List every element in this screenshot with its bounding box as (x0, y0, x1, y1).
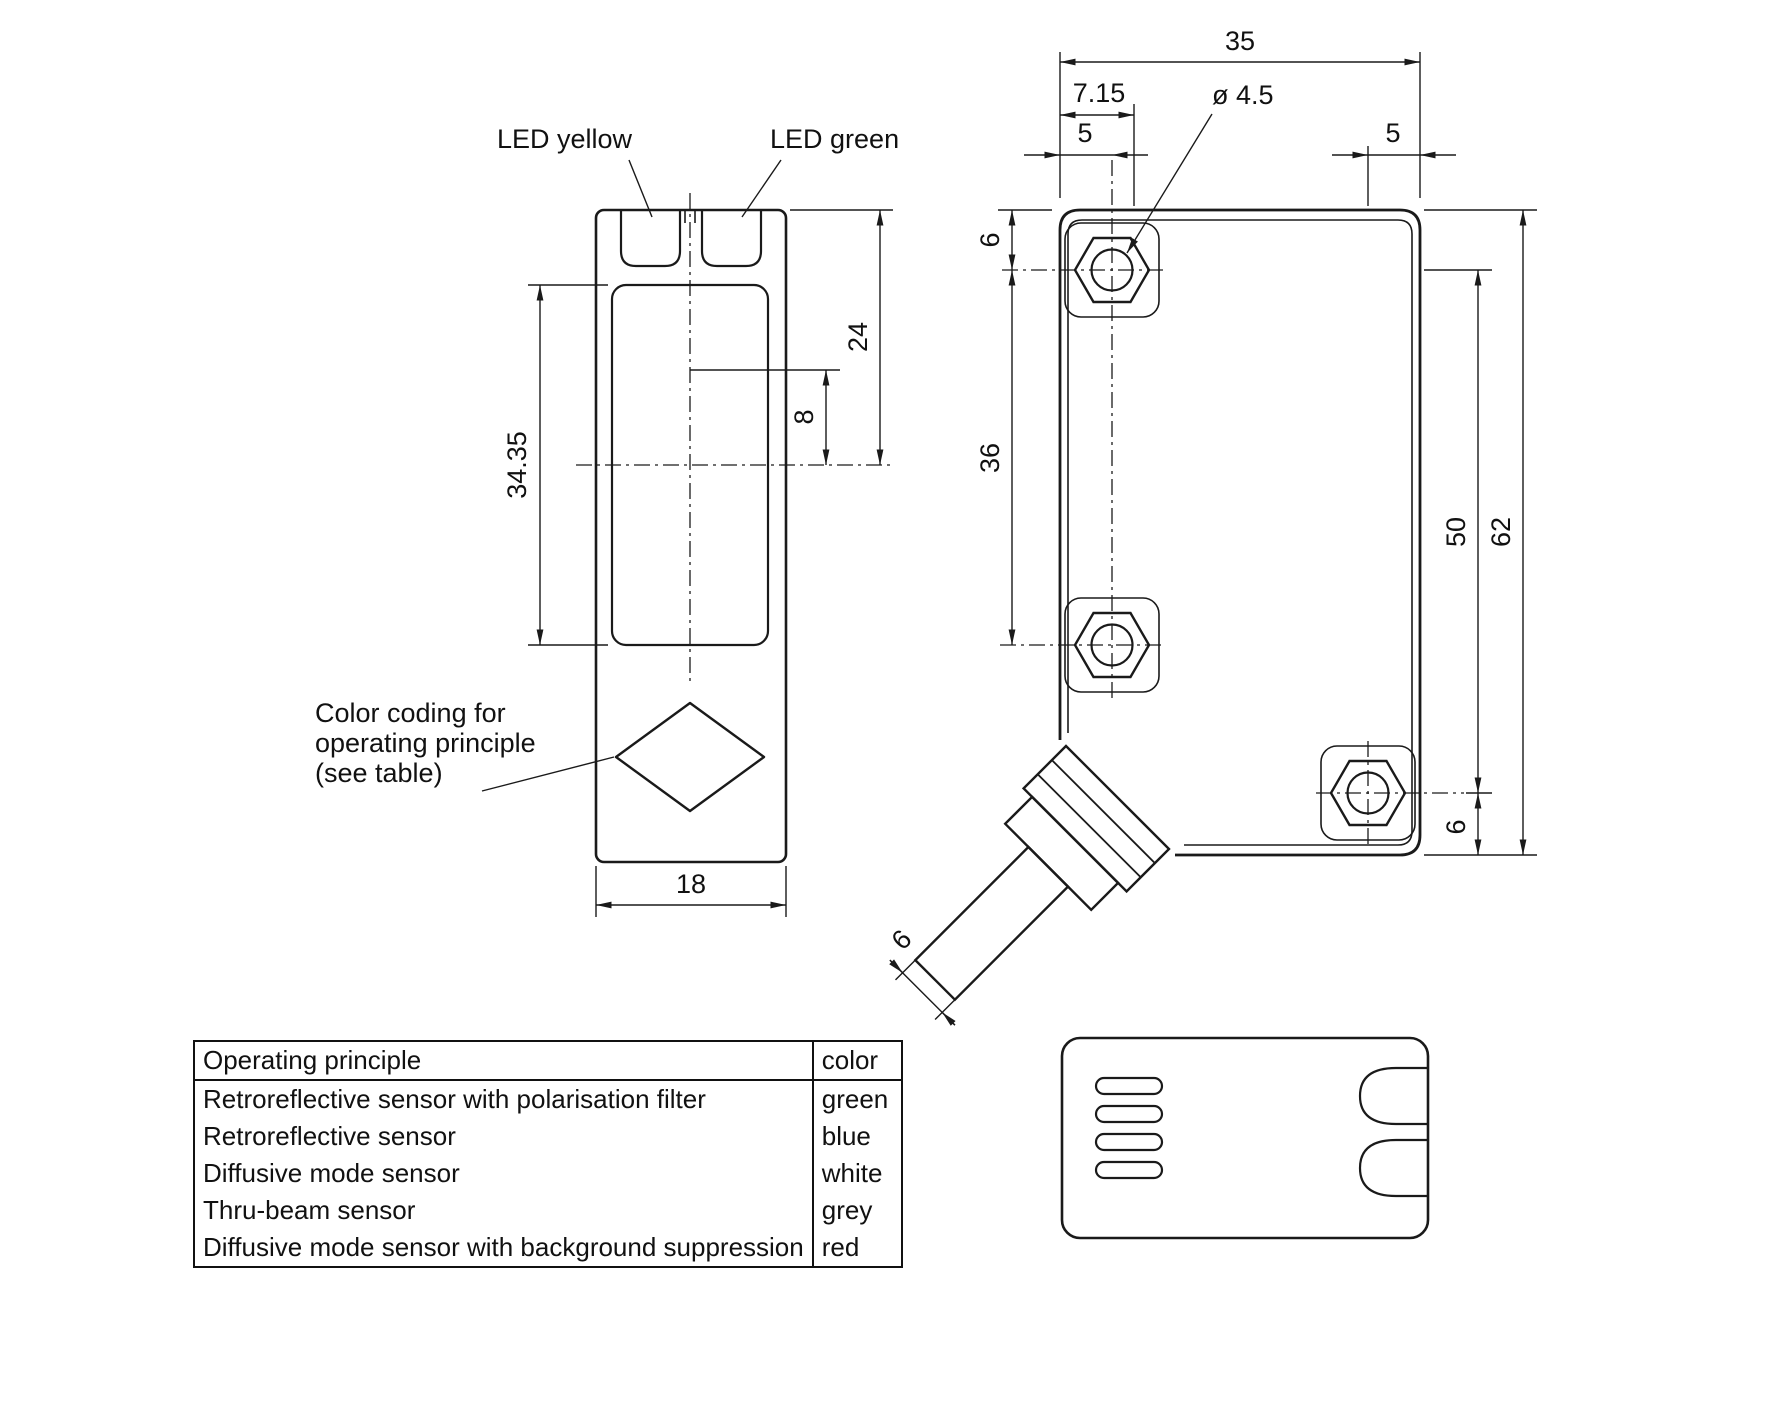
cable (913, 845, 1070, 1002)
dim-text-hole-diameter: ø 4.5 (1212, 80, 1274, 110)
side-notch-top (1358, 1066, 1428, 1126)
dim-text-5-left: 5 (1077, 118, 1092, 148)
dim-text-5-right: 5 (1385, 118, 1400, 148)
color-coding-label-line3: (see table) (315, 758, 443, 788)
cell-color: red (811, 1229, 901, 1266)
sensor-side-inner-outline (1067, 219, 1413, 846)
dim-text-6-bottom: 6 (1441, 819, 1471, 834)
hex-nut-mid-left (1073, 611, 1151, 679)
table-header-row: Operating principle color (195, 1042, 901, 1080)
leader-line-hole-diameter (1126, 113, 1213, 254)
dim-text-35: 35 (1225, 26, 1255, 56)
led-green-label: LED green (770, 124, 899, 154)
dim-text-50: 50 (1441, 517, 1471, 547)
dim-text-8: 8 (789, 409, 819, 424)
side-notch-bottom (1358, 1138, 1428, 1198)
front-view: LED yellow LED green Color coding for op… (315, 124, 899, 917)
rear-view-outline (1060, 1036, 1430, 1240)
dim-text-62: 62 (1486, 517, 1516, 547)
operating-principle-table: Operating principle color Retroreflectiv… (193, 1040, 903, 1268)
dimension-arrow (889, 959, 904, 974)
cable-gland-rib (1051, 759, 1156, 864)
table-row: Thru-beam sensor grey (195, 1192, 901, 1229)
color-coding-label-line1: Color coding for (315, 698, 506, 728)
table-header-principle: Operating principle (203, 1045, 422, 1075)
cell-color: blue (811, 1118, 901, 1155)
vent-slot (1094, 1160, 1164, 1180)
cable-gland-nut (1003, 795, 1120, 912)
dim-text-24: 24 (843, 322, 873, 352)
color-coding-diamond (614, 701, 766, 813)
table-row: Diffusive mode sensor white (195, 1155, 901, 1192)
led-window-green (700, 211, 763, 268)
sensor-front-outline (594, 208, 788, 864)
dim-text-36: 36 (975, 443, 1005, 473)
cable-gland-block (1021, 744, 1171, 894)
table-row: Diffusive mode sensor with background su… (195, 1229, 901, 1266)
led-window-yellow (619, 211, 682, 268)
extension-line (934, 999, 956, 1020)
vent-slot (1094, 1076, 1164, 1096)
leader-line-led-green (741, 159, 782, 218)
led-yellow-label: LED yellow (497, 124, 633, 154)
cell-principle: Diffusive mode sensor (203, 1158, 460, 1188)
table-header-color: color (811, 1042, 901, 1080)
dim-text-18: 18 (676, 869, 706, 899)
vent-slot (1094, 1104, 1164, 1124)
cell-color: white (811, 1155, 901, 1192)
leader-line-color-coding (481, 756, 615, 792)
cell-principle: Retroreflective sensor (203, 1121, 456, 1151)
rear-view (1060, 1036, 1430, 1240)
cell-principle: Retroreflective sensor with polarisation… (203, 1084, 706, 1114)
dim-text-7-15: 7.15 (1073, 78, 1126, 108)
side-view: 35 7.15 ø 4.5 5 5 6 36 50 62 6 6 (886, 26, 1537, 1026)
cell-principle: Thru-beam sensor (203, 1195, 416, 1225)
color-coding-label-line2: operating principle (315, 728, 536, 758)
dim-text-6-top: 6 (975, 232, 1005, 247)
leader-line-led-yellow (628, 159, 653, 218)
cell-color: green (811, 1080, 901, 1118)
table-row: Retroreflective sensor with polarisation… (195, 1080, 901, 1118)
sensor-side-outline (1058, 208, 1422, 857)
extension-line (895, 959, 916, 981)
cable-gland-rib (1037, 773, 1142, 878)
dimension-arrow (941, 1011, 956, 1026)
dim-text-34-35: 34.35 (502, 431, 532, 499)
dim-text-6-cable: 6 (886, 924, 918, 956)
cell-color: grey (811, 1192, 901, 1229)
table-row: Retroreflective sensor blue (195, 1118, 901, 1155)
cell-principle: Diffusive mode sensor with background su… (203, 1232, 804, 1262)
vent-slot (1094, 1132, 1164, 1152)
